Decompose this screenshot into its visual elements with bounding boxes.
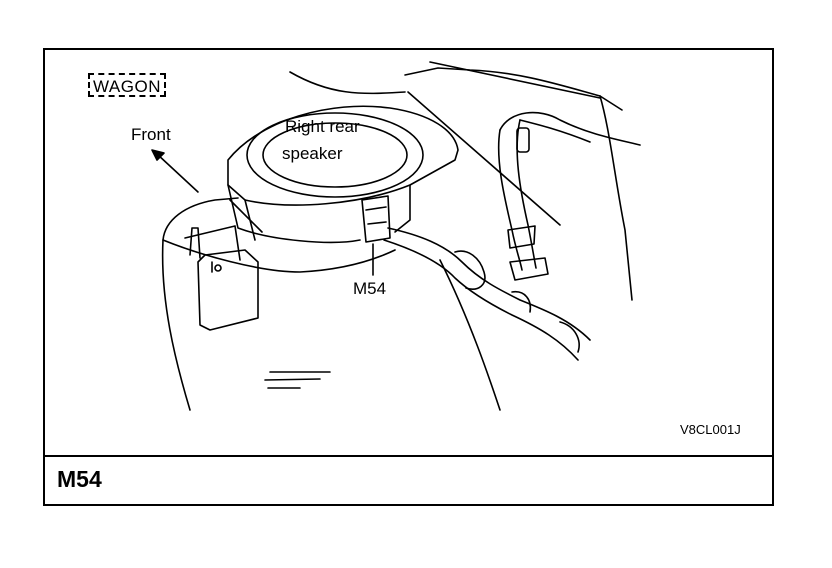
connector-m54-shape bbox=[361, 195, 391, 276]
connector-title: M54 bbox=[57, 466, 102, 492]
wiring-harness bbox=[383, 111, 641, 361]
caption-divider bbox=[43, 455, 774, 457]
speaker-housing bbox=[227, 105, 459, 244]
figure-frame bbox=[43, 48, 774, 506]
speaker-label-line1: Right rear bbox=[285, 117, 360, 136]
front-label: Front bbox=[131, 125, 171, 144]
speaker-label-line2: speaker bbox=[282, 144, 343, 163]
connector-label: M54 bbox=[353, 279, 387, 298]
front-arrow bbox=[151, 149, 199, 193]
mounting-bracket bbox=[189, 227, 259, 331]
wagon-tag: WAGON bbox=[88, 73, 166, 97]
figure-code: V8CL001J bbox=[680, 422, 741, 437]
speaker-location-illustration bbox=[151, 61, 641, 411]
trim-panel bbox=[161, 61, 633, 411]
